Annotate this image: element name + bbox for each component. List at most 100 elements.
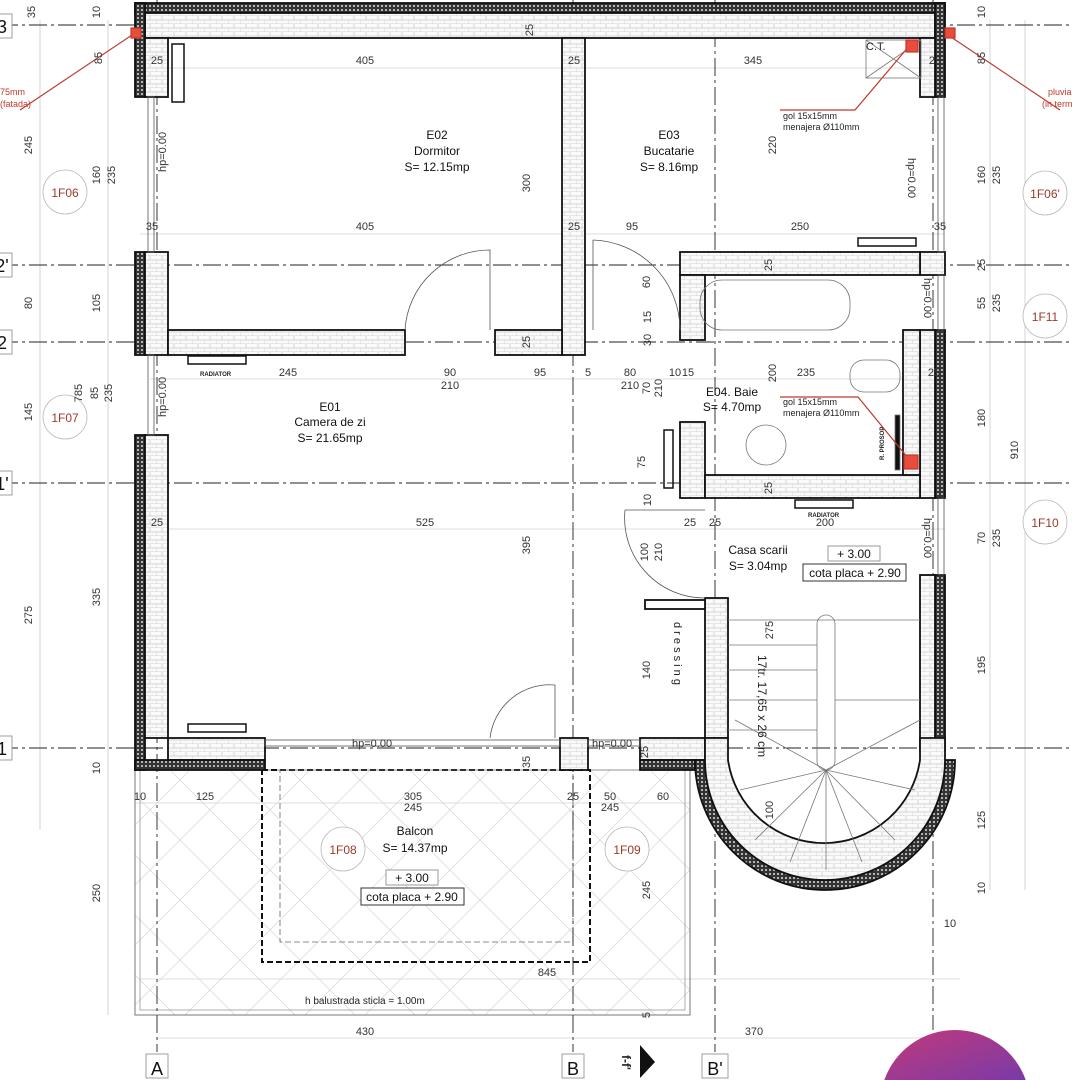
dimension-label: 25 — [151, 55, 163, 67]
room-code: E04. Baie — [706, 385, 758, 399]
grid-axis-1: 1 — [0, 739, 7, 759]
ct-label: C.T. — [866, 41, 886, 53]
dimension-label: 25 — [521, 336, 533, 348]
pipe-note: gol 15x15mm — [783, 397, 837, 407]
dimension-label: 35 — [26, 6, 38, 18]
dimension-label: 125 — [196, 791, 214, 803]
floor-height: hp=0.00 — [157, 132, 169, 172]
pipe-note: pluvia — [1048, 87, 1072, 97]
dimension-label: 250 — [91, 884, 103, 902]
dimension-label: 140 — [641, 661, 653, 679]
bathtub — [699, 279, 851, 331]
dimension-label: 10 — [976, 882, 988, 894]
balustrade-note: h balustrada sticla = 1.00m — [305, 996, 425, 1007]
grid-axis-labels — [0, 13, 729, 1079]
towel-rail-label: R. PROSOP — [880, 427, 886, 460]
grid-axis-3: 3 — [0, 17, 7, 37]
floor-height: hp=0.00 — [921, 518, 933, 558]
stair-label: 17tr. 17,65 x 26 cm — [755, 655, 769, 757]
section-arrow-icon — [640, 1045, 655, 1078]
window-tag: 1F10 — [1031, 516, 1059, 530]
dimension-label: 235 — [103, 384, 115, 402]
dimension-label: 785 — [73, 384, 85, 402]
dimension-label: 195 — [976, 656, 988, 674]
dimension-label: 75 — [636, 456, 648, 468]
room-area: S= 3.04mp — [729, 559, 788, 573]
dimension-label: 300 — [521, 174, 533, 192]
pipe-annotations — [19, 27, 1061, 470]
radiator-label: RADIATOR — [808, 513, 840, 519]
sink — [745, 424, 787, 466]
room-name: Dormitor — [414, 144, 460, 158]
dimension-label: 345 — [744, 55, 762, 67]
dimension-label: 305 — [404, 791, 422, 803]
dimension-label: 25 — [568, 55, 580, 67]
dimension-label: 10 — [944, 918, 956, 930]
balcony-level: + 3.00 — [395, 871, 429, 885]
dimension-label: 275 — [764, 621, 776, 639]
pipe-note: gol 15x15mm — [783, 111, 837, 121]
dimension-label: 335 — [91, 588, 103, 606]
dimension-label: 275 — [23, 606, 35, 624]
dimension-label: 160 — [976, 166, 988, 184]
radiator — [171, 43, 185, 103]
dimension-label: 5 — [641, 1012, 653, 1018]
room-code: E01 — [319, 400, 341, 414]
room-code: Casa scarii — [728, 543, 787, 557]
grid-axis-A: A — [151, 1059, 163, 1079]
dimension-label: 210 — [653, 379, 665, 397]
slab-box — [802, 563, 907, 582]
dimension-label: 235 — [797, 367, 815, 379]
window-tag: 1F07 — [51, 411, 79, 425]
dimension-label: 35 — [934, 221, 946, 233]
window-tag: 1F08 — [329, 843, 357, 857]
dimension-label: 235 — [991, 166, 1003, 184]
window-tag: 1F09 — [613, 843, 641, 857]
dimension-label: 25 — [151, 517, 163, 529]
dimension-label: 35 — [146, 221, 158, 233]
dimension-label: 95 — [534, 367, 546, 379]
dimension-label: 100 — [764, 801, 776, 819]
dimension-label: 250 — [791, 221, 809, 233]
radiator — [187, 723, 247, 733]
room-area: S= 21.65mp — [297, 431, 362, 445]
app-badge-icon[interactable] — [884, 1030, 1026, 1080]
dimension-label: 395 — [521, 536, 533, 554]
dimension-label: 405 — [356, 55, 374, 67]
dimension-label: 145 — [23, 403, 35, 421]
dimension-label: 245 — [641, 881, 653, 899]
radiator-label: RADIATOR — [200, 372, 232, 378]
dimension-label: 10 — [669, 367, 681, 379]
floor-height: hp=0.00 — [352, 738, 392, 750]
room-name: Bucatarie — [644, 144, 695, 158]
dimension-label: 100 — [639, 543, 651, 561]
pipe-note: 75mm — [0, 87, 25, 97]
dimension-label: 25 — [639, 746, 651, 758]
dimension-label: 200 — [816, 517, 834, 529]
room-code: Balcon — [397, 824, 434, 838]
dimension-label: 405 — [356, 221, 374, 233]
dimension-label: 15 — [682, 367, 694, 379]
dimension-label: 125 — [976, 811, 988, 829]
radiator — [857, 237, 917, 247]
dimension-label: 35 — [521, 756, 533, 768]
room-area: S= 8.16mp — [640, 160, 699, 174]
dimension-label: 245 — [404, 802, 422, 814]
dimension-label: 210 — [441, 380, 459, 392]
fixtures — [171, 39, 922, 870]
stair-slab-level: cota placa + 2.90 — [809, 566, 901, 580]
dimension-label: 210 — [653, 543, 665, 561]
stair-steps — [728, 619, 921, 870]
room-code: E03 — [658, 128, 680, 142]
dimension-label: 25 — [763, 259, 775, 271]
dimension-label: 85 — [93, 52, 105, 64]
radiator — [187, 355, 247, 365]
dimension-label: 910 — [1009, 441, 1021, 459]
dimension-label: 525 — [416, 517, 434, 529]
dimension-label: 105 — [91, 294, 103, 312]
dimension-label: 25 — [709, 517, 721, 529]
dimension-label: 430 — [356, 1026, 374, 1038]
dimension-label: 10 — [91, 762, 103, 774]
